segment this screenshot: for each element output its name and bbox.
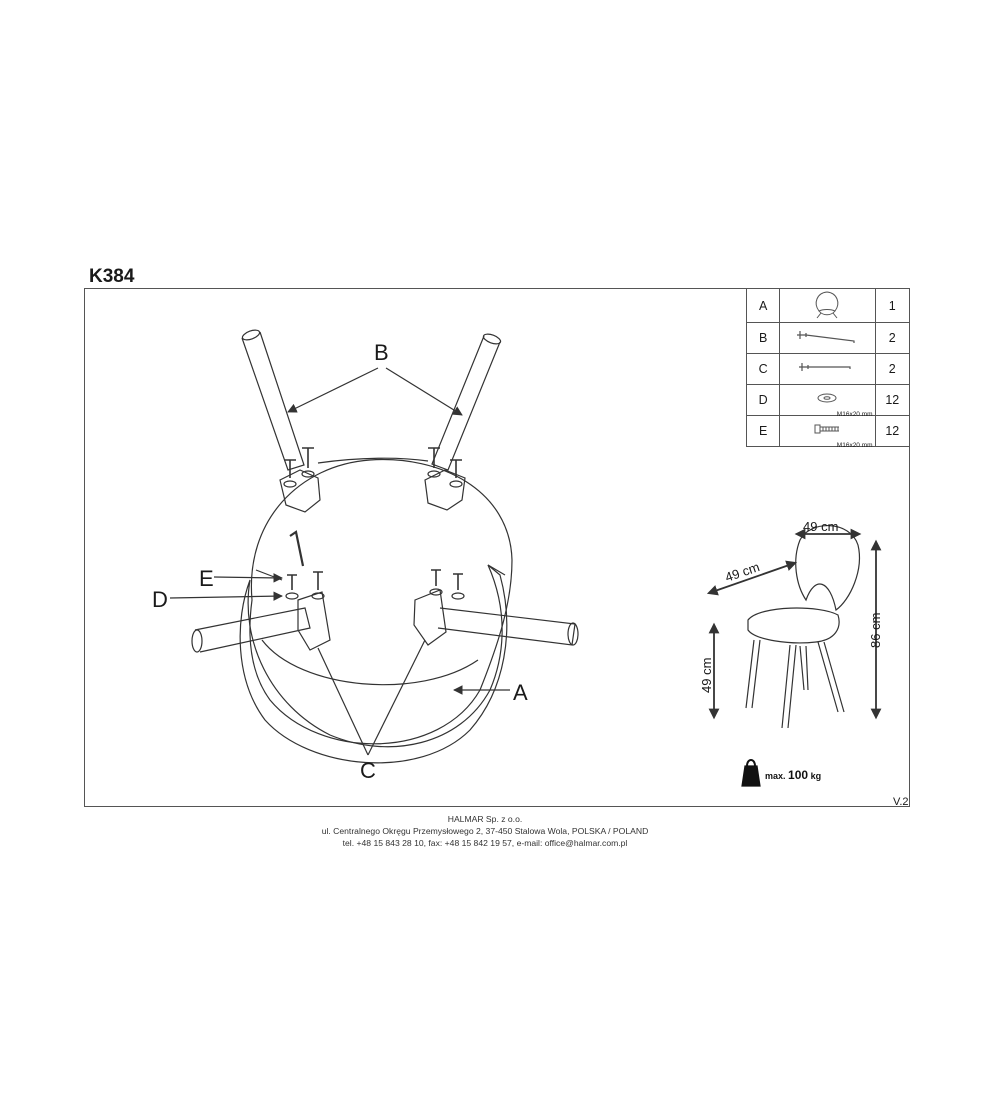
parts-row: A 1 <box>745 288 911 323</box>
screws <box>284 447 463 590</box>
dimension-lines <box>706 528 882 720</box>
label-D: D <box>152 587 168 612</box>
dim-height: 86 cm <box>868 613 883 648</box>
label-A: A <box>513 680 528 705</box>
model-code: K384 <box>89 266 135 287</box>
parts-row: D M16x20 mm 12 <box>745 384 911 418</box>
label-E: E <box>199 566 214 591</box>
washers <box>283 470 465 600</box>
part-key: D <box>745 384 781 416</box>
version-label: V.2 <box>893 796 909 808</box>
long-bolt-icon <box>797 330 856 343</box>
part-spec: M16x20 mm <box>836 411 873 418</box>
parts-table: A 1 B 2 C 2 D <box>745 288 911 449</box>
seat-backrest <box>239 564 508 764</box>
allen-key <box>289 530 305 567</box>
seat-rim <box>261 639 479 686</box>
part-key: C <box>745 353 781 385</box>
weight-icon <box>741 759 761 787</box>
part-qty: 12 <box>874 384 911 416</box>
footer-company: HALMAR Sp. z o.o. <box>447 814 523 824</box>
max-load-value: 100 <box>788 768 808 782</box>
part-key: E <box>745 415 781 447</box>
part-spec: M16x20 mm <box>836 442 873 449</box>
parts-row: C 2 <box>745 353 911 385</box>
parts-row: B 2 <box>745 322 911 354</box>
instruction-frame <box>84 288 910 807</box>
part-key: A <box>745 288 781 323</box>
part-image-cell <box>779 353 876 385</box>
chair-side-view <box>745 525 860 729</box>
short-bolt-icon <box>799 362 852 371</box>
chair-seat-icon <box>816 291 839 319</box>
svg-text:max. 100 kg: max. 100 kg <box>765 768 821 782</box>
washer-icon <box>817 393 837 402</box>
max-load-prefix: max. <box>765 771 786 781</box>
rear-right-leg <box>431 333 502 471</box>
part-qty: 1 <box>874 288 911 323</box>
max-load-unit: kg <box>811 771 822 781</box>
label-C: C <box>360 758 376 783</box>
part-image-cell <box>779 288 876 323</box>
mount-plate-front-left <box>297 591 331 651</box>
part-image-cell: M16x20 mm <box>779 415 876 449</box>
parts-row: E M16x20 mm 12 <box>745 415 911 449</box>
part-image-cell <box>779 322 876 354</box>
part-image-cell: M16x20 mm <box>779 384 876 418</box>
footer-address: ul. Centralnego Okręgu Przemysłowego 2, … <box>321 826 649 836</box>
dim-seat-height: 49 cm <box>699 658 714 693</box>
dim-width: 49 cm <box>803 519 838 534</box>
footer-contact: tel. +48 15 843 28 10, fax: +48 15 842 1… <box>342 838 628 848</box>
part-key: B <box>745 322 781 354</box>
mount-plate-rear-right <box>424 469 466 511</box>
rear-left-leg <box>241 329 305 471</box>
part-qty: 2 <box>874 322 911 354</box>
part-qty: 2 <box>874 353 911 385</box>
front-left-leg <box>191 607 311 653</box>
screw-icon <box>814 424 840 433</box>
front-right-leg <box>437 607 579 646</box>
label-B: B <box>374 340 389 365</box>
part-qty: 12 <box>874 415 911 447</box>
footer: HALMAR Sp. z o.o. ul. Centralnego Okręgu… <box>0 813 970 849</box>
mount-plate-rear-left <box>279 469 321 513</box>
seat-shell <box>249 458 513 745</box>
mount-plate-front-right <box>413 589 447 646</box>
